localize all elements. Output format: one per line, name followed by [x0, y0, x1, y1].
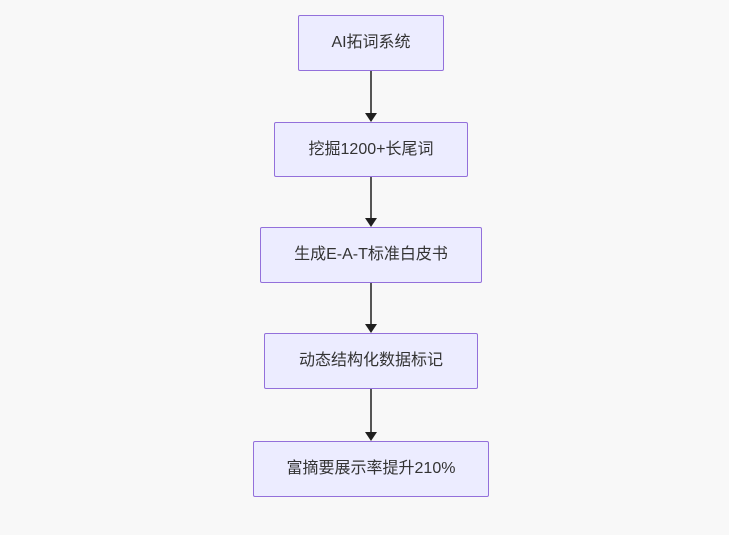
flowchart-node-label: 生成E-A-T标准白皮书: [294, 246, 448, 263]
arrow-line: [370, 389, 372, 433]
flowchart-node-label: 挖掘1200+长尾词: [308, 140, 434, 158]
arrow-line: [370, 283, 372, 325]
arrow-head-icon: [365, 218, 377, 227]
arrow-head-icon: [365, 324, 377, 333]
arrow-line: [370, 177, 372, 219]
flowchart-node-label: 动态结构化数据标记: [298, 352, 443, 369]
flowchart-node-n3: 生成E-A-T标准白皮书: [260, 227, 482, 283]
flowchart-node-n2: 挖掘1200+长尾词: [274, 122, 468, 177]
arrow-line: [370, 71, 372, 114]
flowchart-node-label: 富摘要展示率提升210%: [286, 460, 456, 477]
flowchart-node-label: AI拓词系统: [331, 34, 411, 51]
flowchart-node-n5: 富摘要展示率提升210%: [253, 441, 489, 497]
flowchart-node-n1: AI拓词系统: [298, 15, 444, 71]
flowchart-edge: [364, 177, 378, 227]
arrow-head-icon: [365, 432, 377, 441]
flowchart-node-n4: 动态结构化数据标记: [264, 333, 478, 389]
flowchart-edge: [364, 389, 378, 441]
flowchart-edge: [364, 71, 378, 122]
arrow-head-icon: [365, 113, 377, 122]
flowchart-edge: [364, 283, 378, 333]
